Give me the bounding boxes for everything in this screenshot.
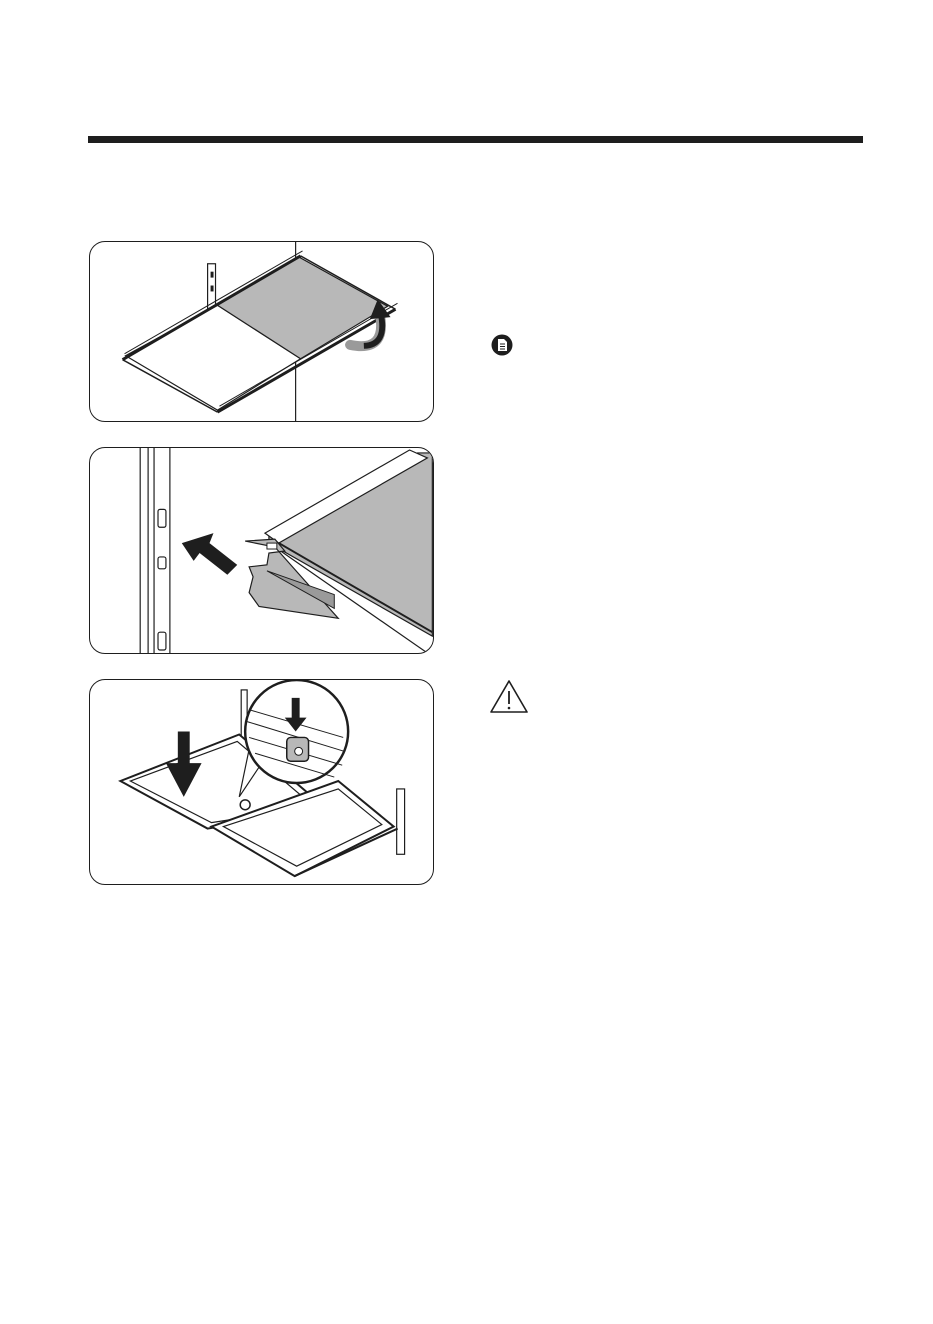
shelf-insert-illustration [89, 679, 434, 885]
warning-icon [489, 679, 529, 715]
shelf-fold-drawing [90, 242, 433, 421]
shelf-hook-drawing [90, 448, 433, 653]
shelf-fold-illustration [89, 241, 434, 422]
shelf-insert-drawing [90, 680, 433, 884]
header-rule [88, 136, 863, 143]
shelf-hook-illustration [89, 447, 434, 654]
note-icon [491, 334, 513, 356]
